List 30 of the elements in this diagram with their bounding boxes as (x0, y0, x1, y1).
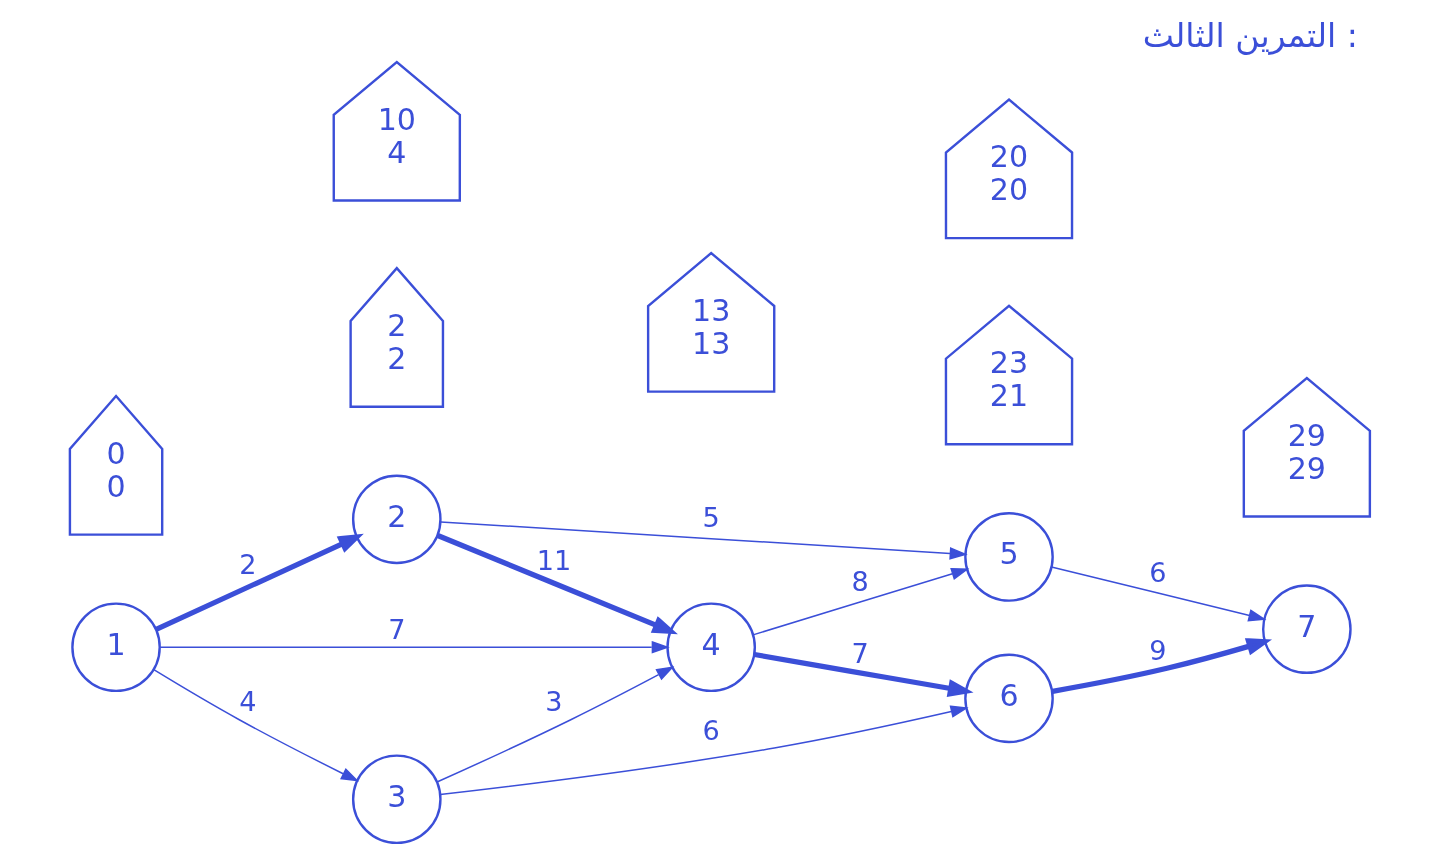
edge-label: 11 (536, 544, 572, 576)
edge-label: 4 (239, 686, 257, 718)
arrow (754, 651, 974, 697)
arrow (752, 567, 970, 636)
node-circle: 5 (964, 512, 1054, 602)
edge-label: 6 (702, 714, 720, 746)
arrow (436, 666, 675, 783)
diagram-title: التمرين الثالث : (1142, 15, 1358, 55)
node-circle: 3 (351, 754, 442, 845)
edge-label: 7 (851, 637, 869, 669)
edge-label: 3 (545, 686, 563, 718)
node-circle: 6 (964, 653, 1054, 744)
edge-label: 2 (239, 549, 257, 581)
node-circle: 1 (71, 602, 161, 693)
node-circle: 4 (666, 602, 757, 693)
arrow (1050, 566, 1267, 622)
node-circle: 7 (1262, 584, 1352, 675)
arrow (1052, 638, 1273, 694)
edge-label: 5 (702, 502, 720, 534)
arrow (439, 521, 968, 560)
arrow (153, 668, 360, 782)
edge-label: 7 (388, 613, 406, 645)
arrow (159, 640, 670, 654)
arrow (439, 705, 969, 796)
arrow (155, 533, 364, 632)
arrow (436, 533, 678, 635)
edge-label: 6 (1149, 556, 1167, 588)
edge-label: 9 (1149, 634, 1167, 666)
node-circle: 2 (351, 474, 442, 565)
edge-label: 8 (851, 565, 869, 597)
